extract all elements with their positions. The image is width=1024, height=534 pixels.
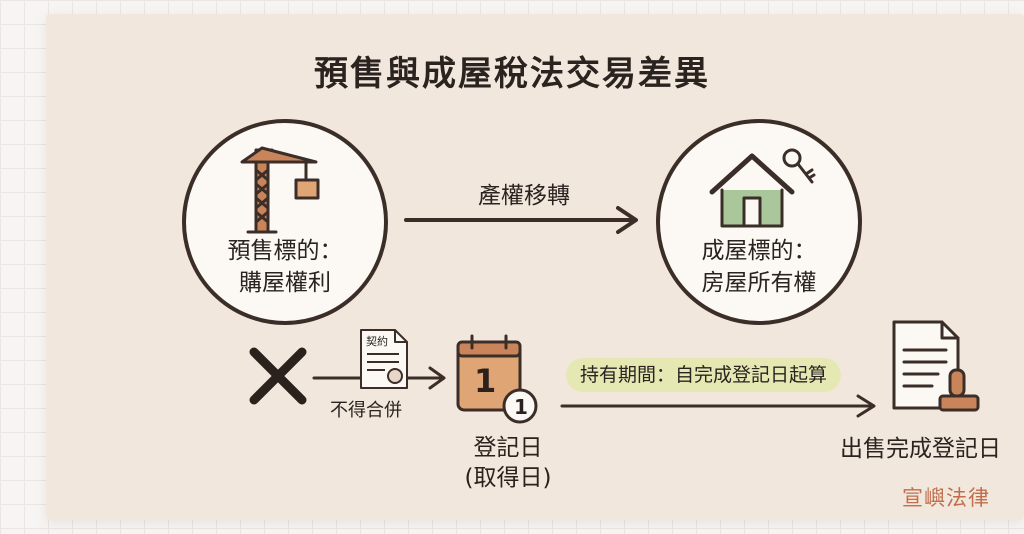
presale-label-line2: 購屋權利 [239,270,331,296]
contract-document-icon: 契約 [359,328,409,390]
calendar-badge-number: 1 [514,395,528,419]
presale-label-line1: 預售標的： [227,238,343,264]
house-key-icon [709,148,816,228]
crane-icon [240,146,320,234]
holding-period-label: 持有期間：自完成登記日起算 [566,358,842,392]
transfer-arrow [404,206,638,234]
sale-completion-label: 出售完成登記日 [840,436,1001,462]
contract-icon-text: 契約 [366,335,388,348]
brand-watermark: 宣嶼法律 [902,486,990,510]
no-merge-label: 不得合併 [330,400,402,421]
calendar-day-number: 1 [474,362,497,400]
document-stamp-icon [892,320,980,412]
house-label-line1: 成屋標的： [701,238,817,264]
holding-arrow [560,394,876,418]
registration-label-line2: (取得日) [464,465,552,491]
diagram-title: 預售與成屋稅法交易差異 [314,54,710,94]
registration-label-line1: 登記日 [473,435,543,461]
house-label-line2: 房屋所有權 [701,270,817,296]
cross-icon [249,347,307,405]
calendar-icon: 1 1 [456,334,546,424]
transfer-label: 產權移轉 [478,183,570,209]
